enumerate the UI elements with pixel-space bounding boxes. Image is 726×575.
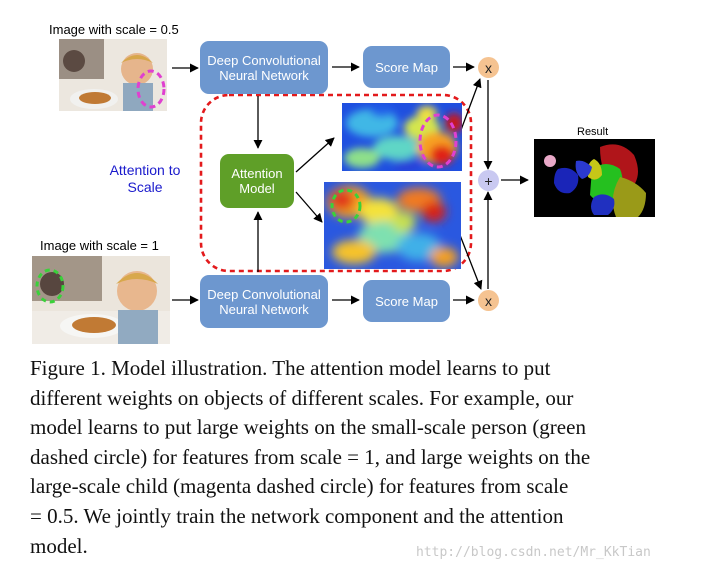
attention-to-scale-label: Attention to Scale <box>102 162 188 196</box>
image-bottom-label: Image with scale = 1 <box>40 238 159 253</box>
score-map-top-box: Score Map <box>363 46 450 88</box>
arrow-attention-to-heatmap-bottom <box>295 191 323 223</box>
caption-line-1: Figure 1. Model illustration. The attent… <box>30 356 551 380</box>
arrow-heatmap-bottom-to-mult <box>457 229 483 290</box>
connector-layer <box>172 62 529 305</box>
caption-line-7: model. <box>30 533 88 558</box>
attention-model-line1: Attention <box>231 166 283 181</box>
attention-to-scale-line1: Attention to <box>109 162 181 178</box>
caption-line-2: different weights on objects of differen… <box>30 385 574 410</box>
dcnn-bottom-line1: Deep Convolutional <box>207 286 321 302</box>
attention-region-outline <box>199 93 473 273</box>
heatmap-scale-one <box>324 182 461 269</box>
dcnn-top-line1: Deep Convolutional <box>207 52 321 68</box>
multiply-node-top: x <box>478 57 499 78</box>
score-map-bottom-box: Score Map <box>363 280 450 322</box>
dcnn-top-box: Deep Convolutional Neural Network <box>200 41 328 94</box>
dcnn-top-line2: Neural Network <box>219 67 309 83</box>
watermark-url: http://blog.csdn.net/Mr_KkTian <box>416 545 651 560</box>
photo-scale-one <box>32 256 170 344</box>
attention-to-scale-line2: Scale <box>127 179 163 195</box>
plus-node: + <box>478 170 499 191</box>
result-segmentation-image <box>534 139 655 217</box>
multiply-node-bottom: x <box>478 290 499 311</box>
dcnn-bottom-box: Deep Convolutional Neural Network <box>200 275 328 328</box>
dcnn-bottom-line2: Neural Network <box>219 301 309 317</box>
attention-model-line2: Model <box>239 181 275 196</box>
figure-caption: Figure 1. Model illustration. The attent… <box>30 354 660 561</box>
caption-line-3: model learns to put large weights on the… <box>30 415 586 440</box>
arrow-attention-to-heatmap-top <box>295 137 335 173</box>
attention-model-box: Attention Model <box>220 154 294 208</box>
photo-scale-half <box>59 39 167 111</box>
image-top-label: Image with scale = 0.5 <box>49 22 179 37</box>
heatmap-scale-half <box>342 103 462 171</box>
caption-line-6: = 0.5. We jointly train the network comp… <box>30 503 564 528</box>
caption-line-5: large-scale child (magenta dashed circle… <box>30 474 569 499</box>
caption-line-4: dashed circle) for features from scale =… <box>30 444 591 469</box>
result-label: Result <box>577 126 609 138</box>
